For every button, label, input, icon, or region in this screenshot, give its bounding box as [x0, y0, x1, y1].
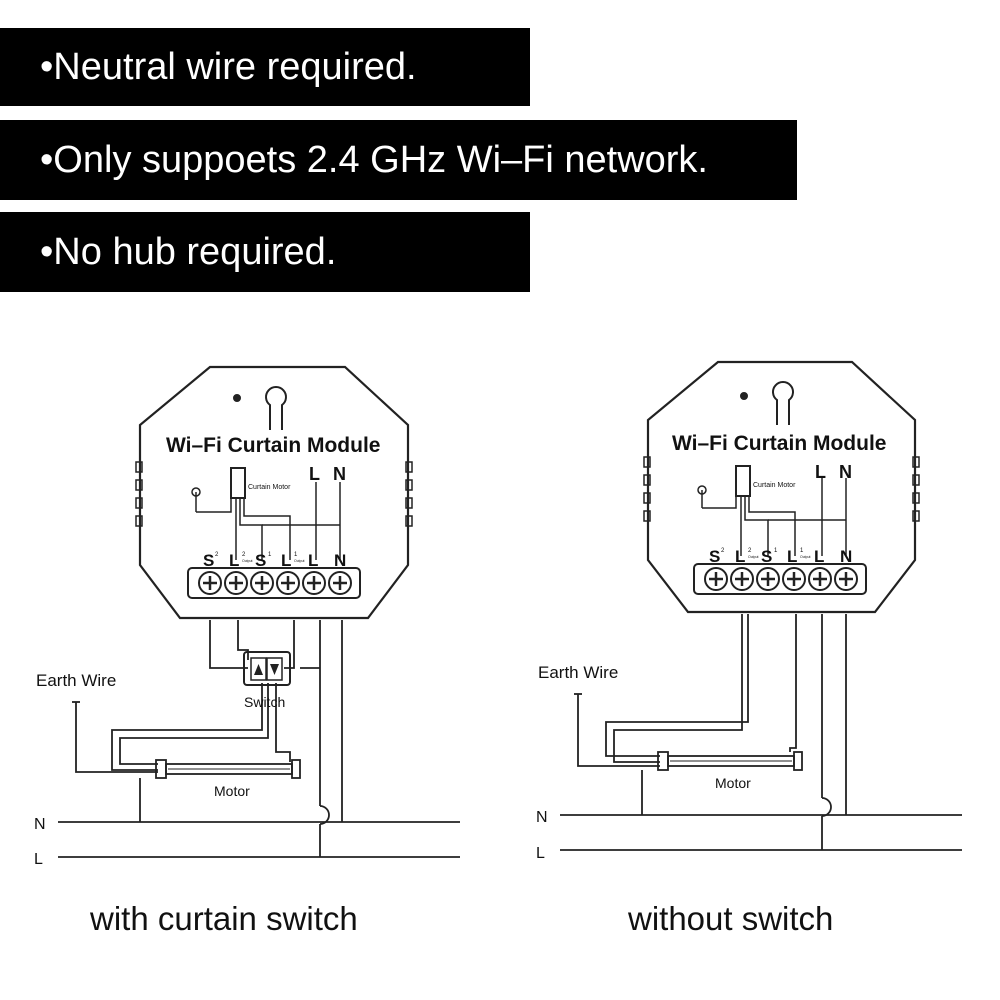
tubular-motor	[657, 751, 803, 771]
curtain-motor-tag: Curtain Motor	[248, 484, 291, 491]
wiring-diagram-without-switch	[560, 360, 962, 851]
top-l-label: L	[815, 462, 826, 482]
l-label: L	[34, 851, 43, 868]
n-label: N	[536, 809, 548, 826]
n-label: N	[34, 816, 46, 833]
antenna-loop	[265, 386, 287, 430]
motor-label: Motor	[214, 783, 250, 799]
terminal-sup: 1	[294, 552, 298, 558]
curtain-motor-block	[230, 467, 246, 499]
antenna-loop	[772, 381, 794, 425]
terminal-label: L	[308, 551, 318, 570]
terminal-label: N	[334, 551, 346, 570]
top-n-label: N	[333, 464, 346, 484]
tubular-motor	[155, 759, 301, 779]
terminal-label: L	[787, 547, 797, 566]
terminal-label: S	[203, 551, 214, 570]
feature-text: •No hub required.	[40, 231, 337, 273]
earth-symbol-icon	[697, 485, 707, 508]
terminal-sub: Output	[800, 555, 811, 559]
curtain-switch	[243, 651, 291, 686]
terminal-sub: Output	[294, 559, 305, 563]
wiring-diagram-with-switch	[58, 365, 460, 858]
terminal-block	[693, 563, 867, 595]
terminal-label: S	[709, 547, 720, 566]
indicator-led	[233, 394, 241, 402]
external-wiring	[58, 620, 460, 858]
l-label: L	[536, 845, 545, 862]
up-arrow-icon	[254, 664, 263, 675]
motor-label: Motor	[715, 775, 751, 791]
terminal-sup: 2	[215, 552, 219, 558]
module-body	[138, 365, 410, 620]
terminal-labels: S L S L L N	[203, 551, 346, 570]
grip-marks	[643, 456, 920, 522]
terminal-sub: Output	[748, 555, 759, 559]
internal-wiring	[702, 478, 847, 556]
feature-banner-hub: •No hub required.	[0, 212, 530, 292]
terminal-sub: Output	[242, 559, 253, 563]
caption-without-switch: without switch	[628, 900, 834, 937]
terminal-sup: 2	[721, 548, 725, 554]
earth-wire-label: Earth Wire	[538, 663, 618, 682]
terminal-sup: 2	[242, 552, 246, 558]
earth-symbol-icon	[191, 487, 201, 512]
terminal-sup: 1	[268, 552, 272, 558]
terminal-label: L	[281, 551, 291, 570]
feature-banner-neutral: •Neutral wire required.	[0, 28, 530, 106]
top-n-label: N	[839, 462, 852, 482]
feature-banner-wifi: •Only suppoets 2.4 GHz Wi–Fi network.	[0, 120, 797, 200]
terminal-label: N	[840, 547, 852, 566]
module-title: Wi–Fi Curtain Module	[672, 432, 886, 455]
terminal-labels: S L S L L N	[709, 547, 852, 566]
feature-text: •Only suppoets 2.4 GHz Wi–Fi network.	[40, 139, 708, 181]
external-wiring	[560, 614, 962, 851]
earth-wire-label: Earth Wire	[36, 671, 116, 690]
caption-with-switch: with curtain switch	[90, 900, 358, 937]
grip-marks	[135, 461, 413, 527]
terminal-label: L	[735, 547, 745, 566]
terminal-label: S	[255, 551, 266, 570]
top-l-label: L	[309, 464, 320, 484]
indicator-led	[740, 392, 748, 400]
terminal-label: L	[814, 547, 824, 566]
terminal-label: S	[761, 547, 772, 566]
terminal-sup: 1	[774, 548, 778, 554]
internal-wiring	[196, 482, 341, 560]
module-title: Wi–Fi Curtain Module	[166, 434, 380, 457]
terminal-label: L	[229, 551, 239, 570]
terminal-sup: 2	[748, 548, 752, 554]
feature-text: •Neutral wire required.	[40, 46, 417, 88]
curtain-motor-block	[735, 465, 751, 497]
terminal-sup: 1	[800, 548, 804, 554]
switch-label: Switch	[244, 694, 285, 710]
terminal-block	[187, 567, 361, 599]
down-arrow-icon	[270, 664, 279, 675]
curtain-motor-tag: Curtain Motor	[753, 482, 796, 489]
